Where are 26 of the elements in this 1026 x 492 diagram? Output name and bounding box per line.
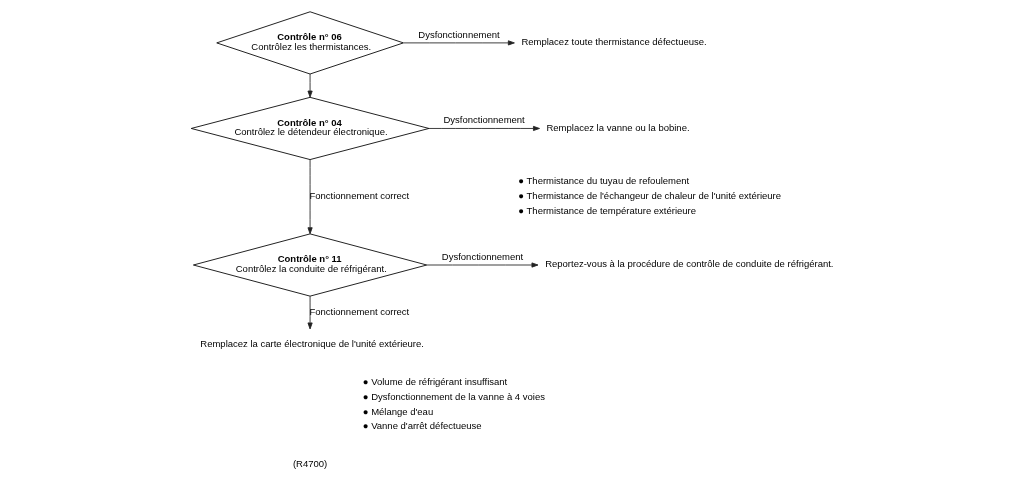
label: ● Volume de réfrigérant insuffisant <box>362 376 507 388</box>
arrow <box>307 159 313 235</box>
arrow <box>402 40 515 46</box>
node-diamond: Contrôle n° 04 Contrôlez le détendeur électronique. <box>190 96 429 160</box>
label: ● Mélange d'eau <box>362 405 433 417</box>
node-diamond: Contrôle n° 06 Contrôlez les thermistances. <box>215 11 404 75</box>
label: ● Dysfonctionnement de la vanne à 4 voies <box>362 391 545 403</box>
label: ● Thermistance de température extérieure <box>517 204 696 216</box>
arrow <box>307 295 313 330</box>
node-text: Remplacez la vanne ou la bobine. <box>545 121 690 133</box>
label: ● Thermistance de l'échangeur de chaleur de l'unité extérieure <box>517 190 781 202</box>
label: ● Thermistance du tuyau de refoulement <box>517 175 689 187</box>
edge-label: Fonctionnement correct <box>308 305 409 317</box>
arrow <box>427 125 540 131</box>
node-text: Reportez-vous à la procédure de contrôle de conduite de réfrigérant. <box>544 258 833 270</box>
node-text: Remplacez toute thermistance défectueuse. <box>520 36 707 48</box>
node-text: Remplacez la carte électronique de l'unité extérieure. <box>199 337 424 349</box>
edge-label: Dysfonctionnement <box>441 250 523 262</box>
label: ● Vanne d'arrêt défectueuse <box>362 420 482 432</box>
label: (R4700) <box>292 458 327 470</box>
node-diamond: Contrôle n° 11 Contrôlez la conduite de réfrigérant. <box>192 233 427 297</box>
edge-label: Fonctionnement correct <box>308 190 409 202</box>
arrow <box>426 262 538 268</box>
arrow <box>307 73 313 98</box>
edge-label: Dysfonctionnement <box>417 28 500 40</box>
edge-label: Dysfonctionnement <box>442 114 525 126</box>
